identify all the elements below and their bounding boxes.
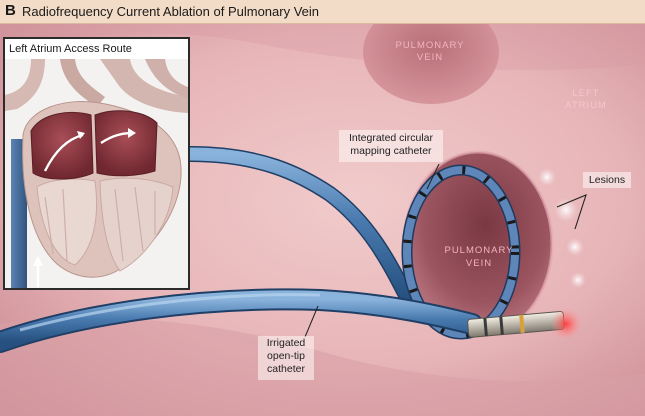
tip-band bbox=[499, 316, 504, 335]
mapping-catheter-shaft bbox=[183, 147, 415, 306]
tip-band-gold bbox=[519, 314, 525, 333]
ablation-leader-line bbox=[304, 305, 319, 338]
callout-line: catheter bbox=[267, 363, 305, 376]
inset-panel: Left Atrium Access Route bbox=[3, 37, 190, 290]
callout-line: open-tip bbox=[267, 350, 305, 363]
aorta-arch bbox=[100, 59, 188, 113]
lesions-callout: Lesions bbox=[588, 174, 626, 186]
arrow-head bbox=[77, 131, 85, 139]
figure-header: B Radiofrequency Current Ablation of Pul… bbox=[0, 0, 645, 24]
label-line: PULMONARY bbox=[395, 40, 465, 51]
panel-letter: B bbox=[5, 2, 16, 19]
figure-title: Radiofrequency Current Ablation of Pulmo… bbox=[22, 4, 320, 19]
ablation-callout-box bbox=[258, 336, 314, 380]
label-line: LEFT bbox=[572, 88, 600, 99]
trabeculae bbox=[44, 186, 156, 262]
ablation-catheter-shaft bbox=[0, 290, 481, 351]
lesions-callout-box bbox=[583, 172, 631, 188]
ablation-catheter-callout: Irrigated open-tip catheter bbox=[254, 337, 318, 376]
lesions-leader-line bbox=[556, 194, 587, 230]
vessel-branch bbox=[5, 59, 45, 111]
arrow-head bbox=[33, 256, 43, 266]
ablation-tip bbox=[467, 310, 565, 338]
mapping-leader-line bbox=[426, 163, 440, 190]
vessel-branch bbox=[145, 59, 188, 99]
inset-title: Left Atrium Access Route bbox=[9, 43, 132, 55]
left-atrium-label: LEFT ATRIUM bbox=[551, 88, 621, 112]
mapping-electrodes bbox=[403, 166, 519, 338]
lesion-spot bbox=[538, 168, 556, 186]
label-line: ATRIUM bbox=[565, 100, 607, 111]
mapping-catheter-callout: Integrated circular mapping catheter bbox=[339, 132, 443, 158]
ablation-tip-glow bbox=[550, 308, 582, 340]
heart-cross-section bbox=[5, 59, 188, 288]
lesion-spot bbox=[566, 238, 584, 256]
vena-cava bbox=[11, 139, 27, 288]
inset-title-bar: Left Atrium Access Route bbox=[5, 39, 188, 59]
pulmonary-vein-center-label: PULMONARY VEIN bbox=[434, 244, 524, 270]
label-line: VEIN bbox=[416, 52, 444, 63]
center-pulmonary-vein-opening bbox=[404, 152, 552, 336]
arrow-head bbox=[128, 128, 136, 138]
left-atrium bbox=[94, 110, 158, 177]
callout-line: Integrated circular bbox=[348, 132, 434, 144]
pulmonary-trunk bbox=[60, 59, 105, 107]
atrium-floor-shading bbox=[0, 318, 645, 416]
catheter-highlight bbox=[19, 293, 321, 332]
top-pulmonary-vein-opening bbox=[363, 0, 499, 104]
mapping-callout-box bbox=[339, 130, 443, 162]
callout-line: mapping catheter bbox=[350, 145, 432, 158]
pulmonary-vein-top-label: PULMONARY VEIN bbox=[385, 40, 475, 64]
lesion-spot bbox=[554, 198, 578, 222]
lesion-spot bbox=[570, 272, 586, 288]
tip-band bbox=[483, 317, 488, 337]
label-line: VEIN bbox=[465, 258, 493, 269]
callout-line: Irrigated bbox=[266, 337, 306, 349]
label-line: PULMONARY bbox=[444, 245, 514, 256]
